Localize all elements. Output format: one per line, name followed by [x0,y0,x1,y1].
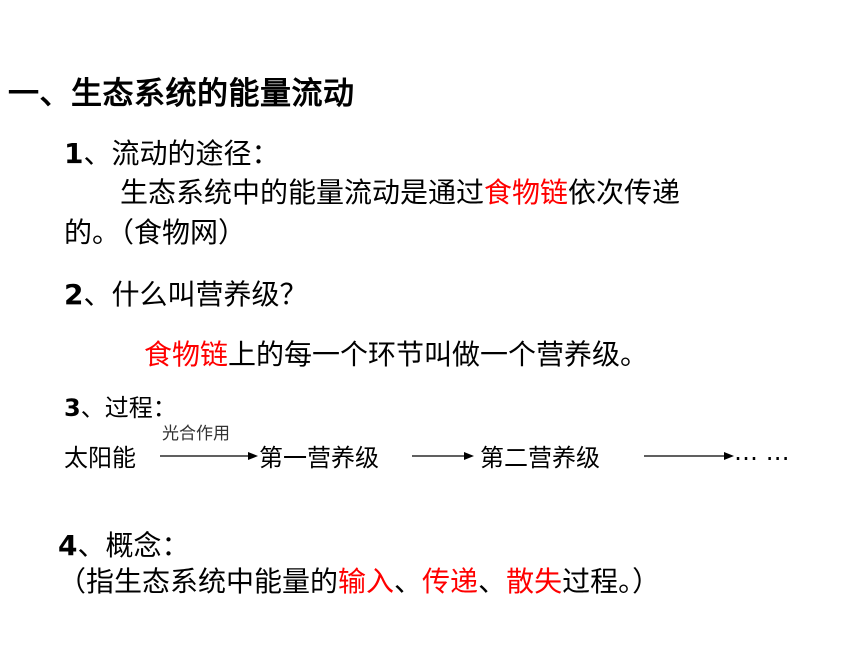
section-1-line-2: 的。（食物网） [64,216,247,249]
flow-arrow-1 [160,452,258,460]
section-3-number: 3 [64,394,81,422]
section-4-pre: （指生态系统中能量的 [58,565,339,598]
section-3-heading: 3、过程： [64,388,177,423]
dissipation-highlight: 散失 [506,565,563,598]
section-4-text: （指生态系统中能量的输入、传递、散失过程。） [58,560,660,600]
food-chain-highlight: 食物链 [484,176,569,209]
input-highlight: 输入 [338,565,395,598]
page-title: 一、生态系统的能量流动 [8,76,355,112]
section-1-heading: 1、流动的途径： [64,132,280,172]
flow-arrow-2 [412,452,474,460]
flow-arrow-3 [644,452,734,460]
section-2-number: 2 [64,278,84,311]
flow-source: 太阳能 [64,444,136,472]
section-2-heading-text: 、什么叫营养级？ [83,278,308,311]
flow-level-2: 第二营养级 [480,444,600,472]
section-1-number: 1 [64,137,84,170]
section-1-line-1: 生态系统中的能量流动是通过食物链依次传递 [120,171,680,211]
section-4-post: 过程。） [562,565,661,598]
flow-level-1: 第一营养级 [259,444,379,472]
section-3-heading-text: 、过程： [80,394,177,422]
section-4-sep-1: 、 [394,565,423,598]
section-1-line-1-post: 依次传递 [568,176,681,209]
food-chain-highlight-2: 食物链 [144,338,229,371]
section-2-body: 上的每一个环节叫做一个营养级。 [228,338,649,371]
transfer-highlight: 传递 [422,565,479,598]
section-4-heading: 4、概念： [58,524,190,564]
section-4-number: 4 [58,529,78,562]
section-2-heading: 2、什么叫营养级？ [64,273,308,313]
flow-ellipsis: … … [734,438,790,466]
section-4-sep-2: 、 [478,565,507,598]
section-1-line-1-pre: 生态系统中的能量流动是通过 [120,176,485,209]
section-4-heading-text: 、概念： [77,529,190,562]
photosynthesis-label: 光合作用 [162,424,230,444]
section-2-text: 食物链上的每一个环节叫做一个营养级。 [144,333,648,373]
section-1-heading-text: 、流动的途径： [83,137,280,170]
